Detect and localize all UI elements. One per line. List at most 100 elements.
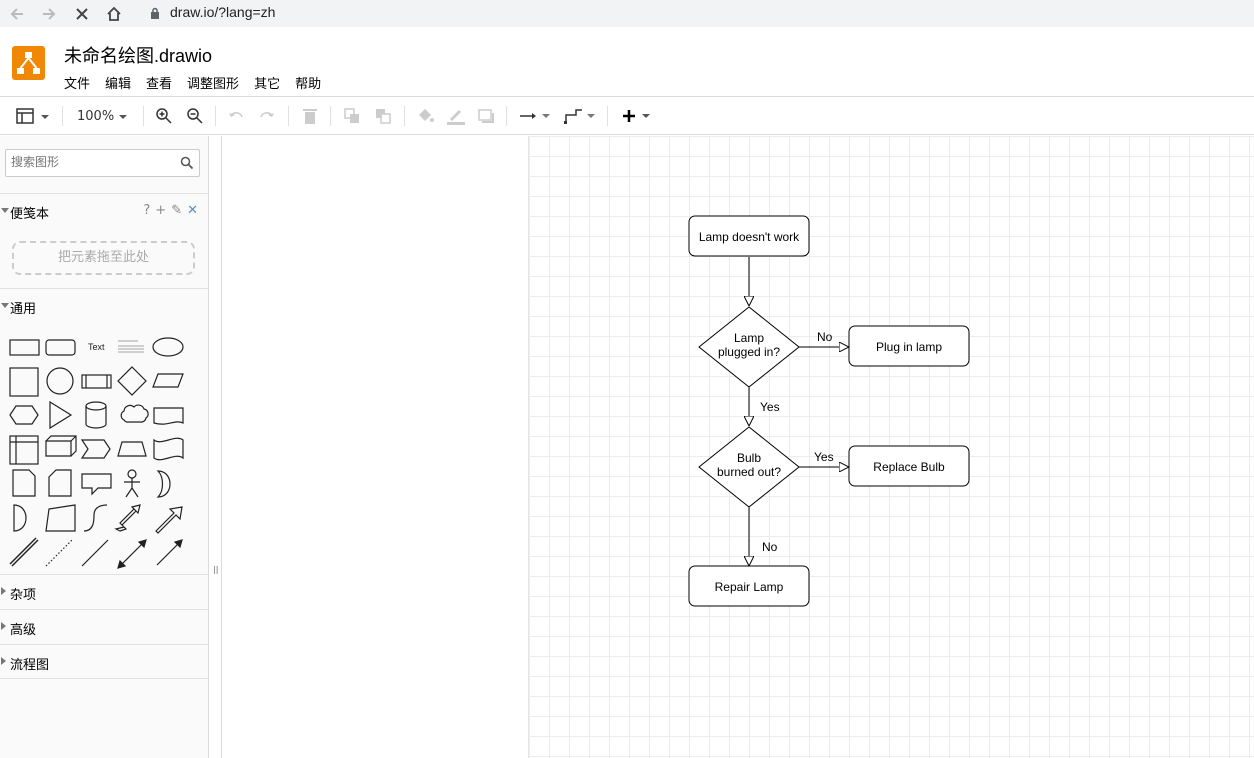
shape-curve[interactable] [83, 504, 108, 532]
toolbar-separator [607, 106, 608, 126]
address-bar[interactable]: draw.io/?lang=zh [140, 1, 1254, 26]
shape-link[interactable] [9, 537, 39, 567]
stop-button[interactable] [71, 3, 93, 25]
shape-cloud[interactable] [120, 404, 149, 423]
advanced-title: 高级 [10, 623, 37, 638]
shape-parallelogram[interactable] [152, 373, 184, 388]
add-icon[interactable]: + [155, 203, 167, 218]
toolbar-separator [143, 106, 144, 126]
shape-line[interactable] [81, 539, 109, 567]
menu-view[interactable]: 查看 [146, 77, 173, 92]
sidebar-splitter[interactable] [209, 136, 222, 758]
node-lamp-plugged-in-label-1: Lamp [734, 331, 764, 345]
toolbar-separator [404, 106, 405, 126]
fill-color-button[interactable] [416, 105, 434, 127]
shadow-button[interactable] [477, 105, 495, 127]
shape-search-box[interactable] [5, 149, 200, 177]
shape-diamond[interactable] [117, 366, 147, 396]
shape-card[interactable] [48, 469, 72, 497]
shape-rectangle[interactable] [9, 339, 40, 356]
shape-rounded-rectangle[interactable] [45, 339, 76, 356]
back-button[interactable] [6, 3, 28, 25]
shape-trapezoid[interactable] [117, 441, 147, 457]
node-bulb-burned-out[interactable] [698, 426, 800, 508]
shape-callout[interactable] [81, 473, 112, 496]
general-section[interactable]: 通用 [0, 288, 208, 323]
shape-arrow[interactable] [155, 506, 183, 534]
shape-directional-connector[interactable] [156, 539, 183, 566]
scratchpad-dropzone[interactable]: 把元素拖至此处 [12, 241, 195, 275]
document-title[interactable]: 未命名绘图.drawio [64, 46, 213, 66]
waypoint-icon [564, 109, 595, 124]
menu-file[interactable]: 文件 [64, 77, 91, 92]
node-repair-lamp[interactable] [688, 565, 810, 607]
chevron-down-icon [1, 303, 9, 308]
menu-help[interactable]: 帮助 [295, 77, 322, 92]
shape-hexagon[interactable] [9, 405, 39, 425]
redo-button[interactable] [258, 105, 276, 127]
shape-note[interactable] [12, 469, 36, 497]
shape-document[interactable] [153, 407, 184, 425]
node-replace-bulb[interactable] [848, 445, 970, 487]
shape-step[interactable] [80, 439, 111, 459]
shape-cube[interactable] [45, 435, 77, 457]
advanced-section[interactable]: 高级 [0, 609, 208, 644]
splitter-grip-icon[interactable]: || [213, 565, 219, 574]
shape-manual-input[interactable] [45, 504, 76, 532]
menu-arrange[interactable]: 调整图形 [187, 77, 240, 92]
zoom-in-button[interactable] [155, 105, 173, 127]
search-input[interactable] [11, 155, 176, 169]
to-front-button[interactable] [343, 105, 361, 127]
help-icon[interactable]: ? [143, 203, 151, 218]
arrow-right-icon [520, 113, 550, 119]
close-icon[interactable]: ✕ [187, 203, 198, 218]
shape-bidirectional-arrow[interactable] [114, 504, 141, 532]
edge-label-no-2: No [762, 540, 778, 554]
url-text: draw.io/?lang=zh [170, 4, 276, 20]
search-icon[interactable] [180, 156, 194, 170]
node-lamp-doesnt-work[interactable] [688, 215, 810, 257]
scratchpad-section[interactable]: 便笺本 ? + ✎ ✕ [0, 193, 208, 228]
misc-section[interactable]: 杂项 [0, 574, 208, 609]
shape-actor[interactable] [124, 469, 140, 498]
format-panel-button[interactable] [16, 105, 52, 127]
shape-data-storage[interactable] [13, 504, 27, 532]
waypoints-button[interactable] [563, 105, 597, 127]
connection-style-button[interactable] [518, 105, 552, 127]
node-lamp-plugged-in-label-2: plugged in? [718, 345, 780, 359]
shape-tape[interactable] [153, 437, 184, 461]
shape-ellipse[interactable] [152, 337, 184, 357]
shape-dashed-line[interactable] [45, 539, 73, 567]
node-plug-in-lamp[interactable] [848, 325, 970, 367]
menu-edit[interactable]: 编辑 [105, 77, 132, 92]
shape-cylinder[interactable] [85, 401, 107, 429]
undo-button[interactable] [227, 105, 245, 127]
forward-button[interactable] [38, 3, 60, 25]
toolbar-separator [330, 106, 331, 126]
zoom-dropdown[interactable]: 100% [77, 105, 130, 127]
menu-extras[interactable]: 其它 [254, 77, 281, 92]
line-color-button[interactable] [446, 105, 466, 127]
shape-circle[interactable] [46, 367, 74, 395]
to-back-button[interactable] [374, 105, 392, 127]
paint-bucket-icon [419, 109, 434, 122]
node-bulb-burned-out-label-2: burned out? [717, 465, 781, 479]
edit-icon[interactable]: ✎ [171, 203, 183, 218]
scratchpad-tools: ? + ✎ ✕ [143, 203, 198, 218]
flowchart-section[interactable]: 流程图 [0, 644, 208, 679]
shape-or[interactable] [156, 470, 171, 498]
insert-button[interactable] [620, 105, 654, 127]
node-lamp-plugged-in[interactable] [698, 306, 800, 388]
to-front-icon [344, 108, 359, 123]
shape-heading[interactable] [118, 340, 144, 353]
zoom-out-button[interactable] [186, 105, 204, 127]
shape-internal-storage[interactable] [9, 435, 39, 465]
home-button[interactable] [103, 3, 125, 25]
shape-square[interactable] [9, 367, 39, 397]
shape-process[interactable] [81, 374, 112, 389]
main-toolbar: 100% [0, 97, 1254, 135]
shape-text[interactable]: Text [88, 342, 105, 352]
shape-triangle[interactable] [49, 400, 73, 430]
delete-button[interactable] [301, 105, 319, 127]
shape-bidirectional-connector[interactable] [117, 539, 147, 569]
